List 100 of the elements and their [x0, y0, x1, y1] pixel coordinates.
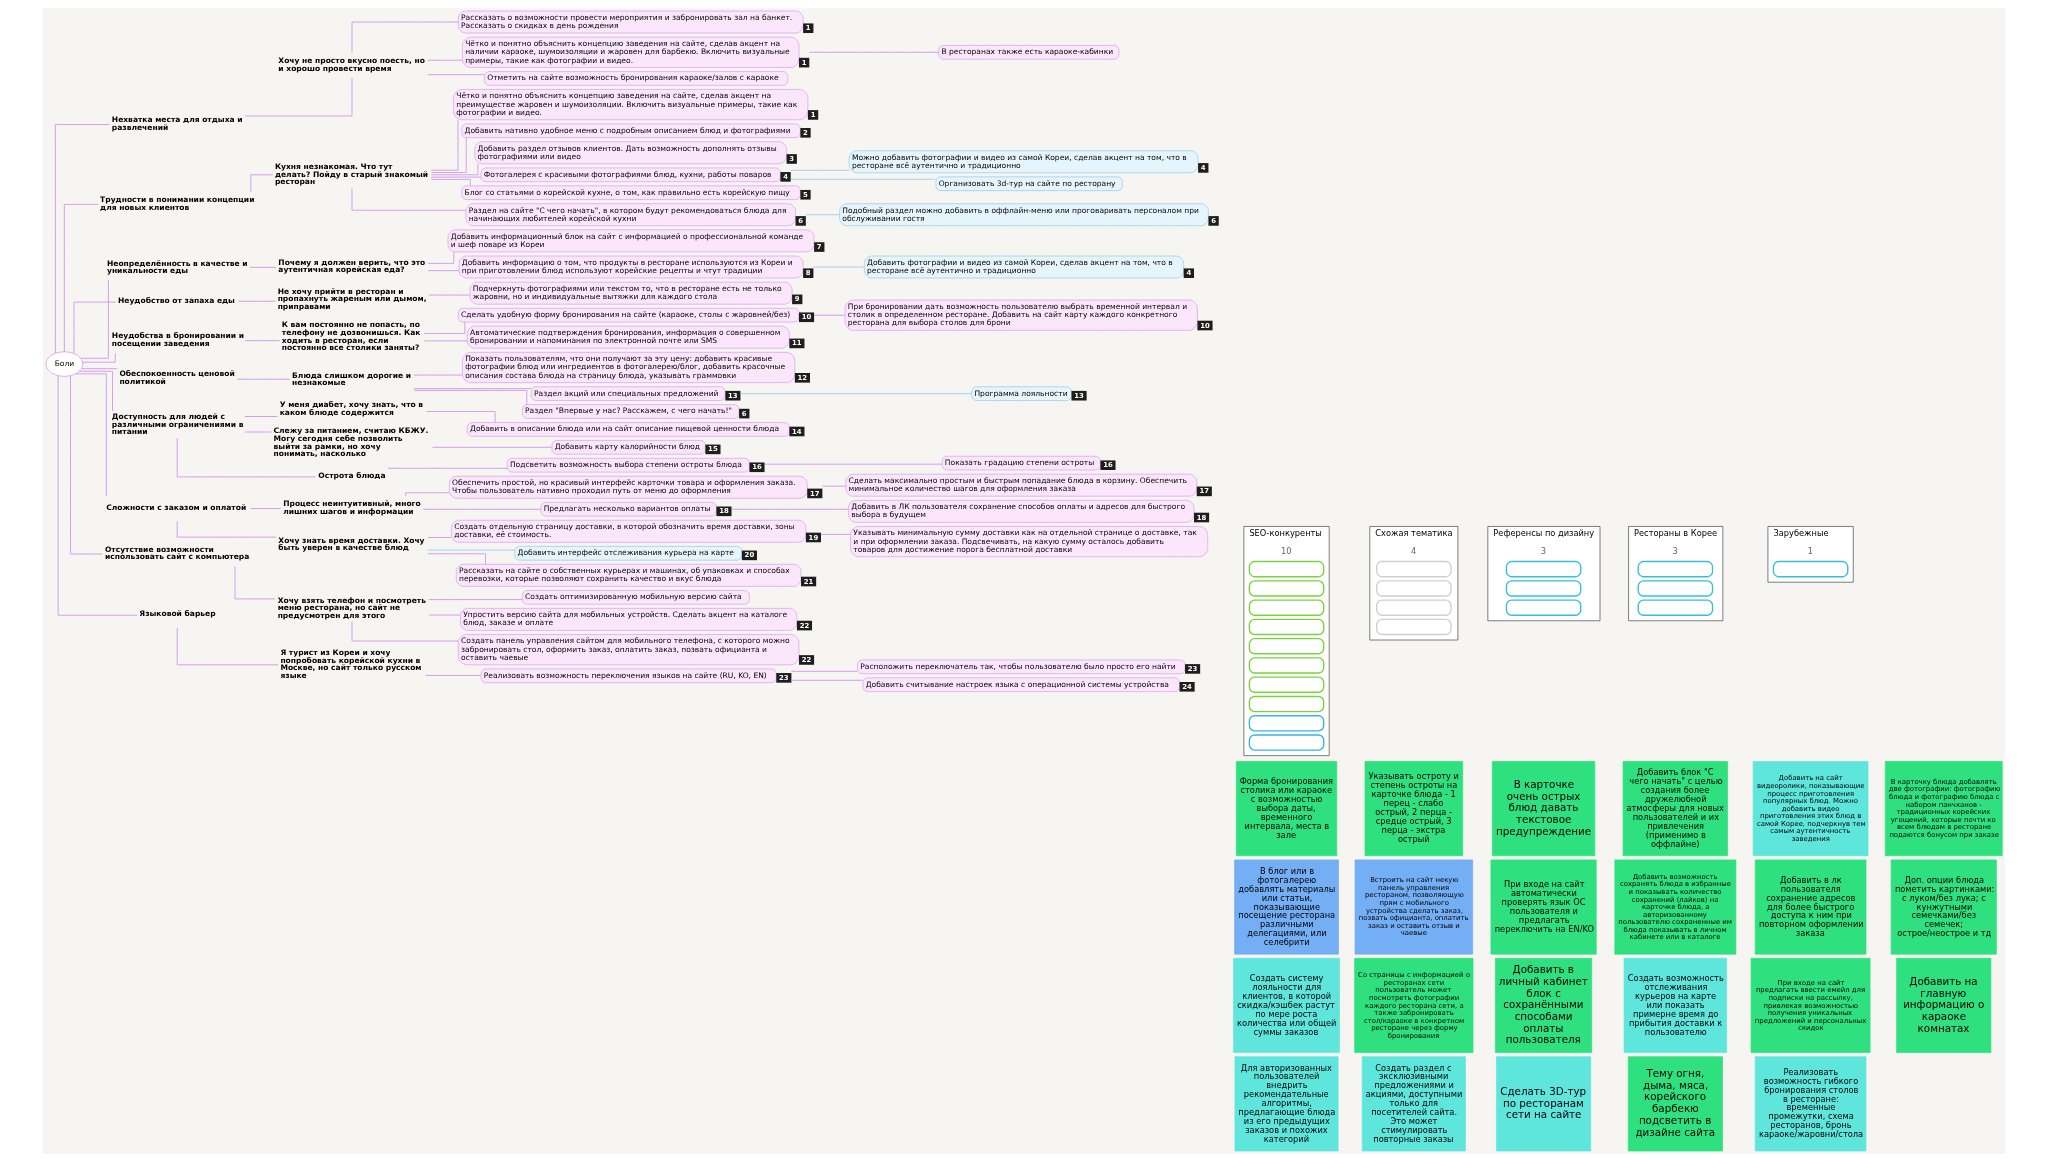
- node-box: [1248, 618, 1325, 636]
- connector: [430, 176, 482, 178]
- connector: [426, 411, 496, 423]
- node-box: [1248, 715, 1325, 732]
- connector: [57, 375, 138, 616]
- connector: [54, 124, 110, 354]
- node-box: При входе на сайт автоматически проверять язык ОС пользователя и предлагать переключить на EN/KO: [1490, 859, 1597, 955]
- node-box: [1505, 599, 1582, 616]
- connector: [413, 388, 532, 389]
- node-box: Создать систему лояльности для клиентов, в которой скидка/кэшбек растут по мере роста количества или общей суммы заказов: [1233, 957, 1340, 1053]
- connector: [730, 508, 849, 510]
- connector: [75, 373, 107, 497]
- node-box: [1637, 560, 1714, 578]
- connector: [422, 508, 541, 510]
- connector: [790, 169, 850, 171]
- connector: [351, 621, 459, 642]
- connector: [427, 251, 455, 264]
- connector: [427, 74, 485, 76]
- connector: [430, 119, 459, 171]
- node-box: [1248, 637, 1325, 655]
- node-label: 4: [1411, 546, 1417, 557]
- connector: [428, 614, 461, 616]
- connector: [176, 437, 317, 478]
- node-box: [1772, 560, 1849, 578]
- connector: [250, 174, 274, 193]
- node-box: Форма бронирования столика или караоке с возможностью выбора даты, временного интервала, места в зале: [1235, 761, 1338, 857]
- connector: [236, 378, 291, 380]
- node-box: Добавить в личный кабинет блок с сохранёнными способами оплаты пользователя: [1495, 957, 1593, 1053]
- connector: [73, 301, 117, 354]
- node-label: 1: [1807, 546, 1814, 557]
- node-box: [1248, 560, 1325, 578]
- node-box: Создать раздел с эксклюзивными предложениями и акциями, доступными только для посетителей сайта. Это может стимулировать повторные заказы: [1361, 1056, 1466, 1152]
- connector: [80, 279, 109, 359]
- connector: [423, 340, 468, 342]
- node-box: [1248, 734, 1325, 751]
- node-box: В блог или в фотогалерею добавлять материалы или статьи, показывающие посещение ресторана различными делегациями, или селебрити: [1234, 859, 1339, 955]
- node-label: 3: [1672, 546, 1678, 557]
- connector: [430, 163, 479, 176]
- connector: [387, 467, 508, 469]
- connector: [430, 137, 467, 173]
- connector: [244, 77, 353, 117]
- connector: [820, 533, 851, 535]
- node-box: Сделать 3D-тур по ресторанам сети на сайте: [1496, 1056, 1592, 1152]
- connector: [234, 566, 276, 600]
- node-box: Добавить на главную информацию о караоке комнатах: [1896, 957, 1992, 1053]
- node-box: [1376, 599, 1452, 616]
- node-box: Добавить блок "С чего начать" с целью создания более дружелюбной атмосферы для новых пользователей и их привлечения (применимо в оффлайне): [1622, 761, 1728, 857]
- node-box: [1248, 599, 1325, 616]
- connector: [238, 300, 276, 302]
- node-box: [1505, 580, 1582, 597]
- connector: [81, 368, 118, 370]
- connector: [425, 675, 481, 676]
- node-box: Тему огня, дыма, мяса, корейского барбекю подсветить в дизайне сайта: [1627, 1056, 1723, 1152]
- connector: [244, 416, 279, 417]
- connector: [427, 537, 452, 538]
- connector: [822, 485, 847, 487]
- connector: [808, 51, 940, 53]
- connector: [424, 321, 466, 334]
- connector: [427, 270, 459, 272]
- connector: [413, 374, 463, 376]
- connector: [790, 679, 864, 681]
- connector: [813, 314, 846, 316]
- node-box: В карточке очень острых блюд давать текстовое предупреждение: [1491, 761, 1596, 857]
- connector: [790, 670, 858, 672]
- connector: [428, 599, 523, 600]
- node-box: [1248, 580, 1325, 597]
- connector: [432, 446, 552, 448]
- connector: [249, 508, 281, 509]
- node-box: Реализовать возможность гибкого бронирования столов в ресторане: временные промежутки, схема ресторанов, бронь караоке/жаровни/стола: [1754, 1056, 1867, 1152]
- connector: [413, 390, 528, 406]
- node-box: [1376, 580, 1452, 597]
- node-box: Доп. опции блюда пометить картинками: с луком/без лука; с кунжутными семечками/без семечек; острое/неострое и тд: [1890, 859, 1997, 955]
- node-box: Указывать остроту и степень остроты на карточке блюда - 1 перец - слабо острый, 2 перца - средце острый, 3 перца - экстра острый: [1364, 761, 1464, 857]
- connector: [405, 492, 450, 497]
- connector: [427, 553, 486, 565]
- connector: [176, 520, 277, 538]
- connector: [430, 178, 471, 187]
- node-box: [1376, 560, 1452, 578]
- connector: [812, 266, 865, 268]
- connector: [82, 352, 116, 363]
- connector: [740, 393, 972, 395]
- node-box: [1248, 676, 1325, 693]
- node-box: [1637, 599, 1714, 616]
- node-box: Для авторизованных пользователей внедрить рекомендательные алгоритмы, предлагающие блюда из его предыдущих заказов и похожих категорий: [1234, 1056, 1339, 1152]
- connector: [428, 294, 471, 296]
- node-box: [1248, 657, 1325, 674]
- connector: [70, 375, 103, 555]
- node-box: [1505, 560, 1582, 578]
- connector: [764, 463, 943, 465]
- node-label: 10: [1281, 546, 1292, 557]
- node-box: [1248, 695, 1325, 713]
- connector: [79, 370, 113, 412]
- connector: [244, 431, 272, 433]
- connector: [249, 266, 277, 268]
- node-label: 3: [1540, 546, 1547, 557]
- connector: [351, 21, 459, 54]
- connector: [244, 340, 280, 342]
- connector: [63, 203, 99, 352]
- connector: [427, 59, 463, 61]
- node-box: [1376, 618, 1452, 636]
